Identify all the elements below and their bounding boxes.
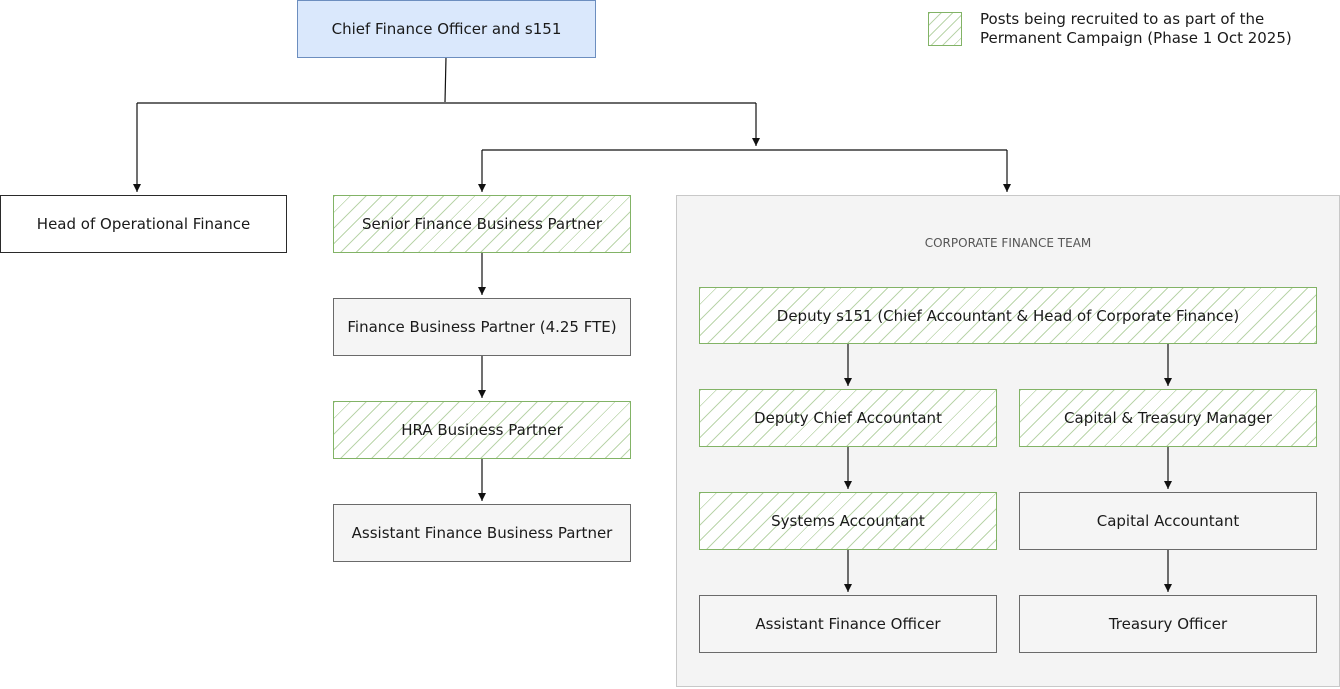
group-title: CORPORATE FINANCE TEAM [924,236,1092,250]
node-deputy-s151: Deputy s151 (Chief Accountant & Head of … [699,287,1317,344]
node-treasury-officer: Treasury Officer [1019,595,1317,653]
node-label: Deputy s151 (Chief Accountant & Head of … [776,306,1240,325]
node-capital-accountant: Capital Accountant [1019,492,1317,550]
node-chief-finance-officer: Chief Finance Officer and s151 [297,0,596,58]
node-label: HRA Business Partner [401,421,563,439]
node-label: Assistant Finance Business Partner [351,524,613,542]
node-systems-accountant: Systems Accountant [699,492,997,550]
legend-text: Posts being recruited to as part of the … [980,10,1320,48]
node-label: Treasury Officer [1108,615,1228,633]
node-label: Assistant Finance Officer [755,615,941,633]
node-deputy-chief-accountant: Deputy Chief Accountant [699,389,997,447]
node-label: Systems Accountant [771,512,925,530]
node-label: Capital & Treasury Manager [1064,409,1272,427]
node-label: Finance Business Partner (4.25 FTE) [347,318,617,336]
node-head-operational-finance: Head of Operational Finance [0,195,287,253]
legend-swatch [928,12,962,46]
legend-text-line2: Permanent Campaign (Phase 1 Oct 2025) [980,29,1292,47]
node-label: Chief Finance Officer and s151 [331,20,562,38]
node-hra-business-partner: HRA Business Partner [333,401,631,459]
node-label: Senior Finance Business Partner [361,215,603,233]
node-assistant-finance-officer: Assistant Finance Officer [699,595,997,653]
node-label: Head of Operational Finance [36,215,251,233]
node-label: Deputy Chief Accountant [754,409,942,427]
node-finance-business-partner: Finance Business Partner (4.25 FTE) [333,298,631,356]
legend-text-line1: Posts being recruited to as part of the [980,10,1265,28]
node-label: Capital Accountant [1096,512,1240,530]
edge-cfo-trunk [444,56,447,103]
node-capital-treasury-manager: Capital & Treasury Manager [1019,389,1317,447]
node-senior-finance-business-partner: Senior Finance Business Partner [333,195,631,253]
node-assistant-finance-business-partner: Assistant Finance Business Partner [333,504,631,562]
